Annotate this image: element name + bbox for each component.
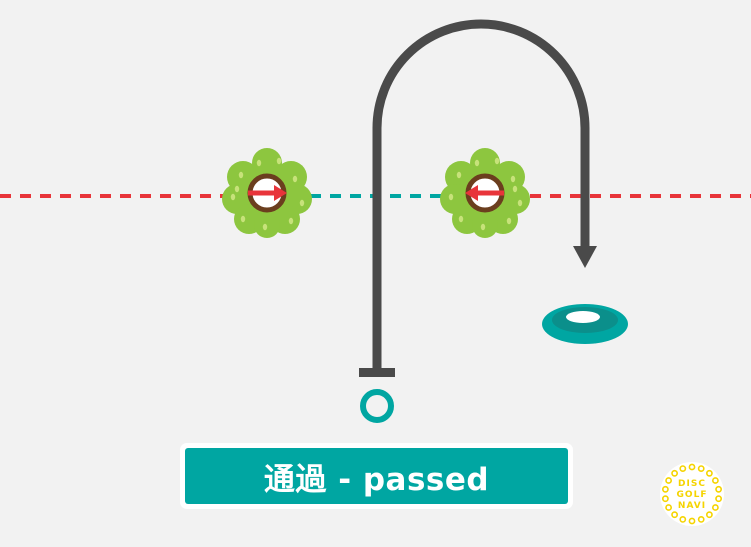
tee-circle-icon (360, 389, 394, 423)
caption-banner-fill: 通過 - passed (185, 448, 568, 504)
logo-text-golf: GOLF (677, 490, 708, 500)
flight-path-arrowhead (573, 246, 597, 268)
flying-disc-icon (542, 304, 628, 344)
caption-text: 通過 - passed (263, 461, 490, 498)
logo-text-disc: DISC (678, 479, 706, 489)
caption-banner: 通過 - passed (180, 443, 573, 509)
flight-path (372, 19, 590, 372)
tree-arrow-right-icon (222, 148, 312, 238)
flight-path-start-bar (359, 368, 395, 377)
tree-arrow-left-icon (440, 148, 530, 238)
disc-golf-navi-logo: DISC GOLF NAVI (660, 462, 724, 526)
logo-text-navi: NAVI (678, 501, 706, 511)
